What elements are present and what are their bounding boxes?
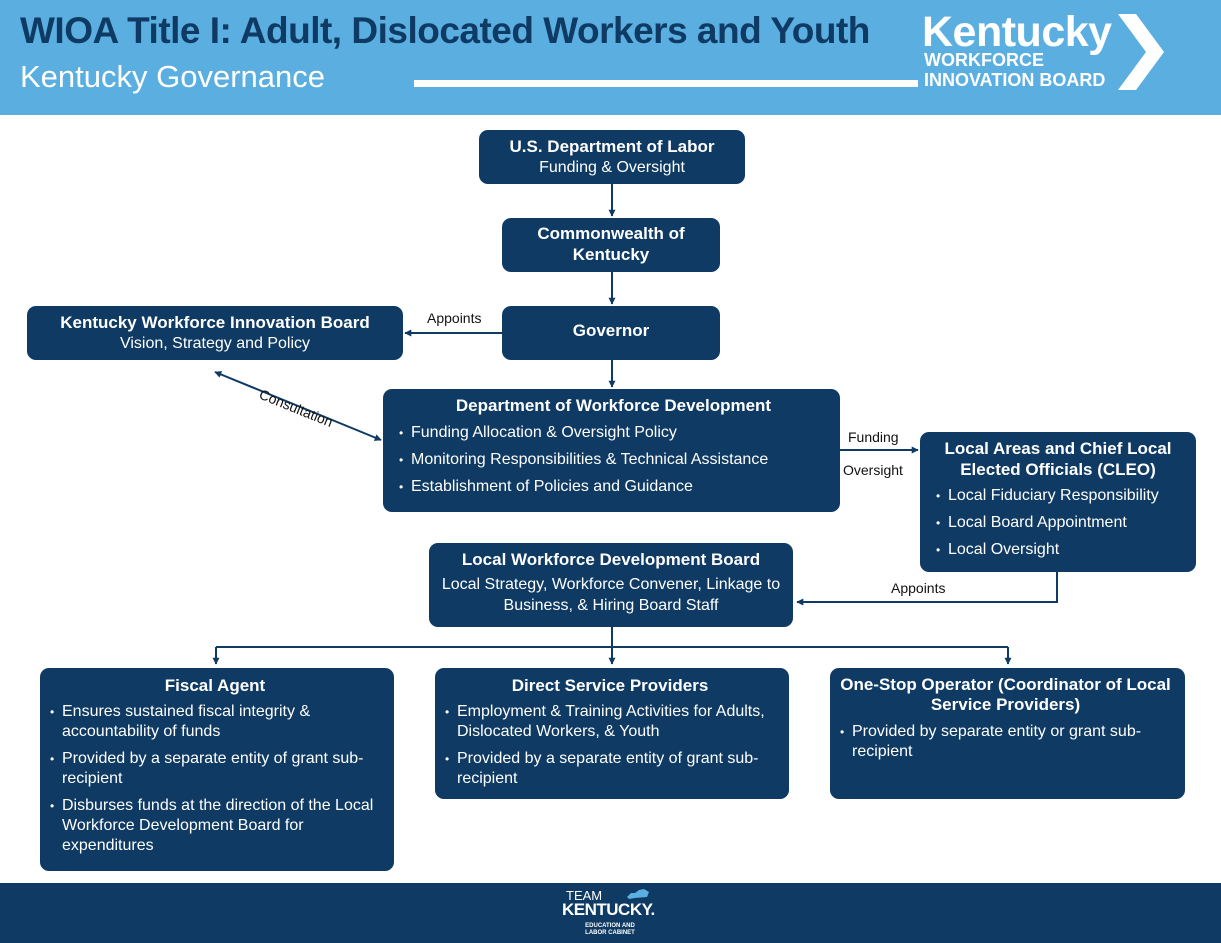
node-fiscal-agent: Fiscal Agent Ensures sustained fiscal in… xyxy=(40,668,394,871)
logo-line-1: WORKFORCE xyxy=(924,50,1044,70)
node-lwdb: Local Workforce Development Board Local … xyxy=(429,543,793,627)
node-kwib-title: Kentucky Workforce Innovation Board xyxy=(60,313,370,332)
cleo-bullet-1: Local Fiduciary Responsibility xyxy=(934,486,1190,506)
dwd-bullet-3: Establishment of Policies and Guidance xyxy=(397,477,830,497)
dsp-bullet-1: Employment & Training Activities for Adu… xyxy=(443,702,777,742)
arrow-cleo-to-lwdb xyxy=(796,572,1058,606)
node-dol-title: U.S. Department of Labor xyxy=(509,137,715,156)
node-fiscal-title: Fiscal Agent xyxy=(164,676,266,695)
node-fiscal-bullets: Ensures sustained fiscal integrity & acc… xyxy=(48,702,382,856)
node-oso-bullets: Provided by separate entity or grant sub… xyxy=(838,722,1173,762)
node-direct-service-providers: Direct Service Providers Employment & Tr… xyxy=(435,668,789,799)
logo-line-2: INNOVATION BOARD xyxy=(924,70,1106,90)
node-cleo-title: Local Areas and Chief Local Elected Offi… xyxy=(944,439,1172,479)
kentucky-state-icon xyxy=(627,889,649,899)
node-dwd-bullets: Funding Allocation & Oversight Policy Mo… xyxy=(397,423,830,497)
dwd-bullet-1: Funding Allocation & Oversight Policy xyxy=(397,423,830,443)
node-dol-subtitle: Funding & Oversight xyxy=(539,159,685,176)
cleo-bullet-3: Local Oversight xyxy=(934,540,1190,560)
label-funding: Funding xyxy=(848,429,899,445)
footer-cabinet-line-2: LABOR CABINET xyxy=(585,930,635,936)
header-divider xyxy=(414,80,918,87)
node-governor-title: Governor xyxy=(572,321,650,340)
cleo-bullet-2: Local Board Appointment xyxy=(934,513,1190,533)
arrow-consultation xyxy=(214,371,382,441)
node-one-stop-operator: One-Stop Operator (Coordinator of Local … xyxy=(830,668,1185,799)
fiscal-bullet-2: Provided by a separate entity of grant s… xyxy=(48,749,382,789)
oso-bullet-1: Provided by separate entity or grant sub… xyxy=(838,722,1173,762)
footer-team-text: TEAM xyxy=(566,888,603,903)
node-cleo: Local Areas and Chief Local Elected Offi… xyxy=(920,432,1196,572)
footer-cabinet-line-1: EDUCATION AND xyxy=(585,923,635,929)
node-governor: Governor xyxy=(502,306,720,360)
footer-kentucky-text: KENTUCKY. xyxy=(562,900,655,919)
node-kwib-subtitle: Vision, Strategy and Policy xyxy=(119,335,311,352)
fiscal-bullet-3: Disburses funds at the direction of the … xyxy=(48,796,382,856)
dwd-bullet-2: Monitoring Responsibilities & Technical … xyxy=(397,450,830,470)
node-dsp-title: Direct Service Providers xyxy=(511,676,709,695)
page-subtitle: Kentucky Governance xyxy=(20,59,326,94)
kwib-logo: Kentucky WORKFORCE INNOVATION BOARD xyxy=(922,8,1172,94)
node-commonwealth-title: Commonwealth of Kentucky xyxy=(537,224,685,264)
dsp-bullet-2: Provided by a separate entity of grant s… xyxy=(443,749,777,789)
node-cleo-bullets: Local Fiduciary Responsibility Local Boa… xyxy=(934,486,1190,560)
page-title: WIOA Title I: Adult, Dislocated Workers … xyxy=(20,10,870,51)
label-oversight: Oversight xyxy=(843,462,903,478)
node-dwd: Department of Workforce Development Fund… xyxy=(383,389,840,512)
fiscal-bullet-1: Ensures sustained fiscal integrity & acc… xyxy=(48,702,382,742)
node-dsp-bullets: Employment & Training Activities for Adu… xyxy=(443,702,777,789)
node-dwd-title: Department of Workforce Development xyxy=(455,396,772,415)
label-appoints-lwdb: Appoints xyxy=(891,580,946,596)
footer-bar: TEAM KENTUCKY. EDUCATION AND LABOR CABIN… xyxy=(0,883,1221,943)
header-banner: WIOA Title I: Adult, Dislocated Workers … xyxy=(0,0,1221,115)
node-commonwealth: Commonwealth of Kentucky xyxy=(502,218,720,272)
label-appoints-kwib: Appoints xyxy=(427,310,482,326)
node-lwdb-subtitle: Local Strategy, Workforce Convener, Link… xyxy=(441,576,781,614)
node-lwdb-title: Local Workforce Development Board xyxy=(461,550,761,569)
node-dol: U.S. Department of Labor Funding & Overs… xyxy=(479,130,745,184)
node-kwib: Kentucky Workforce Innovation Board Visi… xyxy=(27,306,403,360)
logo-wordmark: Kentucky xyxy=(922,8,1112,56)
chevron-right-icon xyxy=(1118,14,1164,90)
footer-cabinet-text: EDUCATION AND LABOR CABINET xyxy=(570,923,650,937)
node-oso-title: One-Stop Operator (Coordinator of Local … xyxy=(840,675,1171,714)
